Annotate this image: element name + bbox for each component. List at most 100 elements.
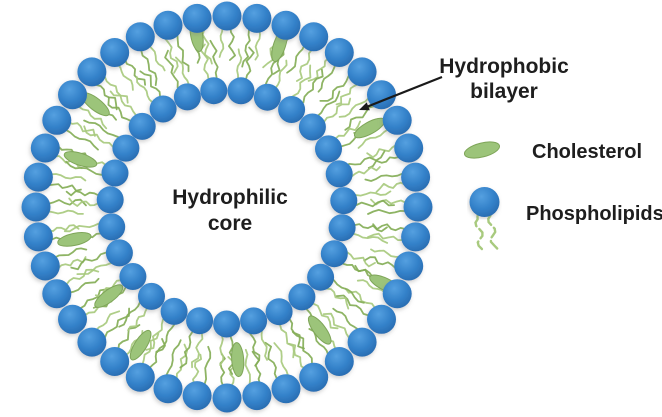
lipid-tail [202, 345, 212, 391]
lipid-tail [349, 190, 392, 197]
phospholipid-head [242, 381, 272, 411]
phospholipid-head [42, 279, 72, 309]
cholesterol-label: Cholesterol [532, 141, 642, 163]
lipid-tail [286, 314, 305, 350]
lipid-tail [344, 101, 380, 131]
lipid-tail [164, 339, 182, 382]
phospholipid-head [325, 160, 353, 188]
phospholipid-head [125, 362, 155, 392]
lipid-tail [322, 312, 355, 342]
lipid-tail [45, 172, 87, 182]
phospholipid-head [153, 374, 183, 404]
phospholipids-label: Phospholipids [526, 203, 662, 225]
lipid-tail [118, 297, 145, 328]
lipid-tail [245, 46, 255, 86]
phospholipid-head [212, 1, 242, 31]
cholesterol-molecule [57, 232, 92, 247]
phospholipid-head [23, 162, 53, 192]
lipid-tail [99, 72, 129, 104]
hydrophobic-bilayer-label-line1: Hydrophobic [439, 55, 569, 78]
lipid-tail [335, 294, 374, 320]
phospholipid-head [265, 298, 293, 326]
lipid-tail [164, 49, 181, 93]
lipid-tail [65, 160, 108, 177]
legend: Cholesterol Phospholipids [463, 141, 662, 251]
phospholipid-head [324, 38, 354, 67]
cholesterol-molecule [63, 151, 98, 168]
phospholipid-head [299, 362, 329, 392]
phospholipid-head [330, 187, 358, 215]
phospholipid-head [253, 83, 281, 111]
lipid-tail [322, 284, 350, 310]
lipid-tail [70, 250, 112, 271]
lipid-tail [319, 97, 352, 127]
phospholipid-head [160, 297, 188, 325]
lipid-tail [346, 166, 381, 178]
lipid-tail [191, 327, 204, 369]
lipid-tail [331, 120, 361, 142]
lipid-tail [65, 190, 105, 197]
hydrophilic-core-label-line1: Hydrophilic [172, 186, 288, 209]
phospholipid-head [105, 239, 133, 267]
annotation-arrow [359, 75, 443, 111]
lipid-tail [109, 90, 142, 119]
phospholipid-head [42, 105, 72, 135]
lipid-tail [42, 198, 87, 207]
lipid-tail [313, 90, 341, 120]
phospholipid-head [298, 113, 326, 141]
lipid-tail [364, 172, 409, 182]
phospholipid-head [149, 95, 177, 123]
phospholipid-head [242, 3, 272, 33]
phospholipid-head [382, 279, 412, 309]
lipid-tail [156, 319, 177, 353]
inner-phospholipid-ring [96, 77, 358, 338]
phospholipid-head [227, 77, 255, 105]
phospholipid-head [324, 347, 354, 376]
phospholipid-head [394, 251, 424, 281]
lipid-tail [137, 44, 158, 86]
lipid-tail [273, 59, 288, 94]
phospholipid-icon-tail [474, 214, 484, 251]
lipid-tail [139, 70, 165, 102]
hydrophobic-bilayer-label-line2: bilayer [470, 80, 538, 103]
lipid-tail [259, 325, 268, 361]
phospholipid-head [367, 304, 396, 334]
lipid-tail [319, 72, 355, 102]
phospholipid-icon [469, 187, 500, 251]
cholesterol-molecule [129, 329, 152, 361]
lipid-tail [136, 76, 156, 107]
phospholipid-head [186, 307, 214, 335]
phospholipid-head [21, 192, 51, 222]
lipid-tail [341, 250, 376, 268]
lipid-tail [59, 127, 99, 151]
phospholipid-head [320, 240, 348, 268]
hydrophilic-core-label-line2: core [208, 212, 252, 235]
phospholipid-head [58, 304, 87, 334]
phospholipid-head [212, 383, 242, 413]
cholesterol-molecule [307, 315, 332, 345]
lipid-tail [174, 343, 188, 385]
phospholipid-head [30, 251, 60, 281]
phospholipid-head [100, 38, 130, 67]
phospholipid-head [213, 310, 241, 338]
phospholipid-head [401, 162, 431, 192]
phospholipid-head [347, 57, 377, 87]
lipid-tail [175, 56, 191, 90]
phospholipid-head [77, 327, 107, 357]
lipid-tail [107, 96, 135, 127]
phospholipid-icon-tails [474, 214, 499, 251]
phospholipid-head [240, 307, 268, 335]
phospholipid-head [307, 263, 335, 291]
phospholipid-head [278, 96, 306, 123]
phospholipid-head [299, 22, 329, 52]
lipid-tail [347, 232, 389, 244]
lipid-tail [264, 341, 281, 385]
phospholipid-head [328, 214, 356, 242]
phospholipid-head [125, 22, 155, 52]
phospholipid-head [288, 283, 316, 311]
lipid-tail [273, 342, 290, 382]
phospholipid-head [30, 133, 60, 163]
phospholipid-head [119, 263, 147, 290]
lipid-tail [74, 102, 108, 130]
